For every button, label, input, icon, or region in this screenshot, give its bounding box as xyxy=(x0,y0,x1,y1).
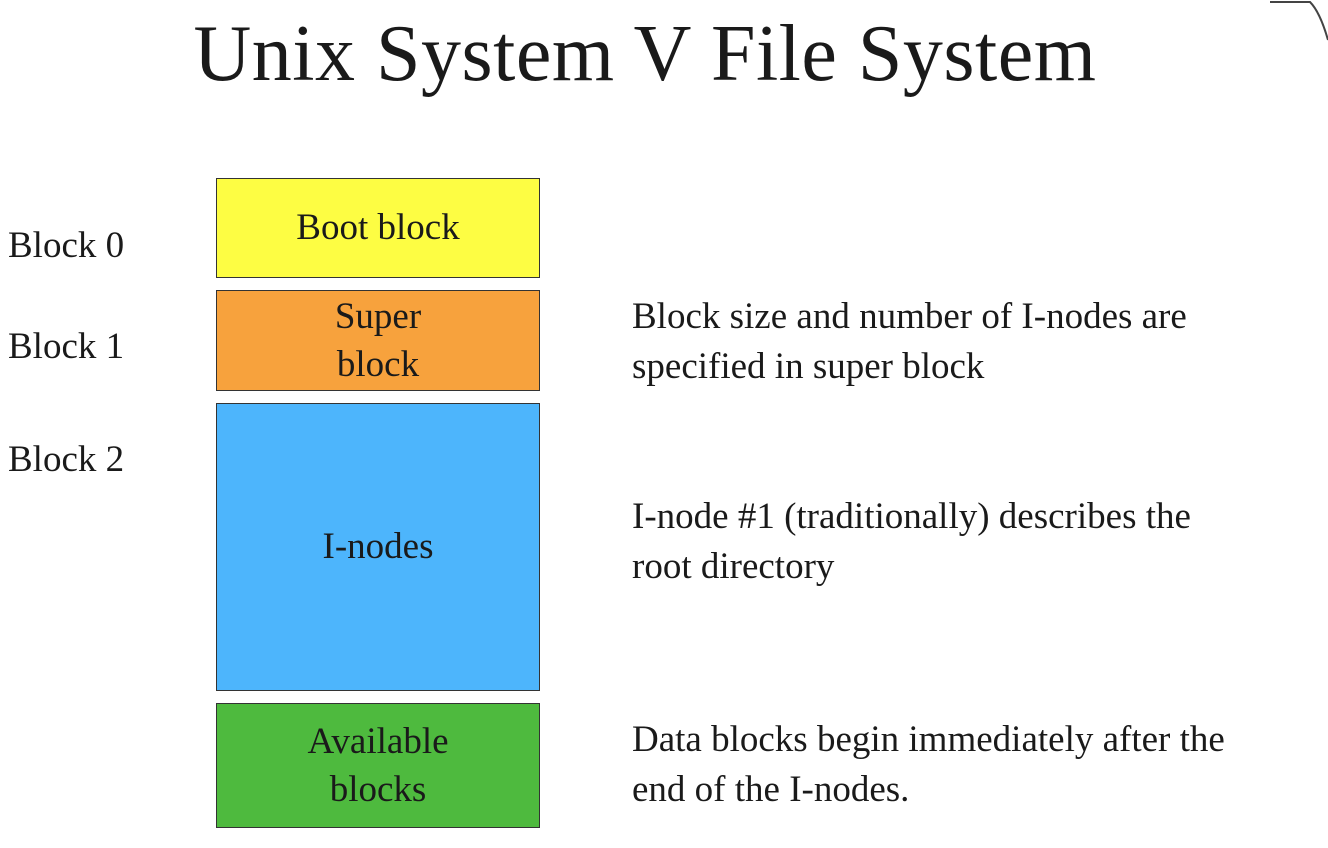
super-block-box: Super block xyxy=(216,290,540,391)
available-blocks-description-line-2: end of the I-nodes. xyxy=(632,769,910,810)
super-block-description-line-2: specified in super block xyxy=(632,346,985,387)
inodes-description-line-1: I-node #1 (traditionally) describes the xyxy=(632,496,1191,537)
inodes-description-line-2: root directory xyxy=(632,546,835,587)
block-label-1: Block 1 xyxy=(8,326,125,367)
inodes-box: I-nodes xyxy=(216,403,540,691)
inodes-description: I-node #1 (traditionally) describes the … xyxy=(632,492,1191,592)
available-blocks-label-line-1: Available xyxy=(307,720,449,762)
block-label-2: Block 2 xyxy=(8,439,125,480)
super-block-label-line-2: block xyxy=(336,343,420,385)
super-block-description-line-1: Block size and number of I-nodes are xyxy=(632,296,1187,337)
available-blocks-label-line-2: blocks xyxy=(329,768,427,810)
inodes-label: I-nodes xyxy=(322,526,434,567)
available-blocks-description-line-1: Data blocks begin immediately after the xyxy=(632,719,1225,760)
corner-decoration xyxy=(1270,1,1328,41)
boot-block-box: Boot block xyxy=(216,178,540,278)
available-blocks-box: Available blocks xyxy=(216,703,540,828)
boot-block-label: Boot block xyxy=(296,207,460,248)
block-label-0: Block 0 xyxy=(8,225,125,266)
available-blocks-description: Data blocks begin immediately after the … xyxy=(632,715,1225,815)
super-block-description: Block size and number of I-nodes are spe… xyxy=(632,292,1187,392)
page-title: Unix System V File System xyxy=(193,10,1097,98)
super-block-label-line-1: Super xyxy=(334,295,422,337)
